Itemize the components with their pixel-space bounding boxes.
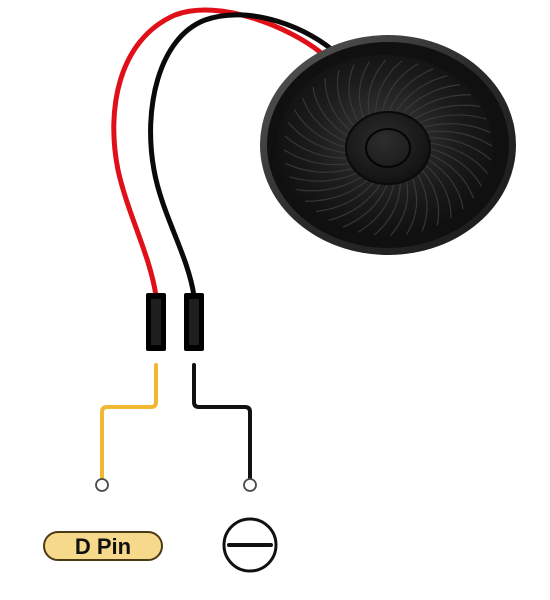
speaker-cone-rib	[336, 70, 357, 129]
speaker-cone-rib	[293, 109, 349, 149]
speaker-cone-rib	[348, 64, 361, 125]
speaker-cone-rib	[283, 149, 353, 166]
speaker-cone-rib	[427, 142, 489, 174]
d-pin-badge: D Pin	[43, 531, 163, 561]
black-ground-wire	[148, 12, 341, 299]
ground-terminal-point	[243, 478, 257, 492]
speaker-cone-rib	[426, 136, 492, 161]
speaker-cone-rib	[389, 178, 409, 237]
speaker-cone-rib	[312, 87, 351, 139]
speaker-cone-rib	[375, 60, 403, 116]
speaker-cone-rib	[342, 181, 389, 228]
speaker-dust-cap	[345, 111, 431, 185]
ground-lead-line	[192, 363, 252, 480]
speaker-cone-rib	[296, 174, 365, 192]
speaker-cone-rib	[411, 104, 480, 122]
speaker-cone-rib	[357, 181, 395, 233]
speaker-cone-rib	[423, 162, 452, 219]
speaker-cone-rib	[399, 83, 461, 117]
signal-terminal-point	[95, 478, 109, 492]
speaker-cone-rib	[285, 163, 356, 173]
speaker-cone-rib	[405, 94, 471, 119]
speaker-cone-rib	[425, 157, 464, 209]
speaker-cone-rib	[419, 167, 440, 226]
speaker-cone-rib	[373, 180, 401, 236]
speaker-cone-rib	[415, 171, 428, 232]
speaker-cone-rib	[302, 97, 349, 144]
speaker-cone-rib	[284, 135, 350, 160]
speaker-cone-rib	[289, 171, 360, 182]
speaker-cone-rib	[381, 63, 419, 115]
signal-lead-line	[100, 363, 158, 480]
speaker-cone-rib	[367, 59, 387, 118]
d-pin-label: D Pin	[75, 534, 131, 559]
speaker-cone-rib	[423, 130, 493, 147]
speaker-cone-rib	[416, 114, 487, 125]
speaker-cone-rib	[393, 75, 448, 115]
speaker-cone-rib	[324, 77, 353, 134]
speaker-cone-rib	[420, 123, 491, 133]
speaker-cone-rib	[358, 61, 371, 121]
speaker-cone-rib	[427, 152, 474, 199]
speaker-cone-rib	[287, 122, 349, 154]
speaker-cone-rib	[427, 147, 483, 187]
speaker	[260, 35, 516, 255]
speaker-cone-rib	[387, 68, 434, 115]
speaker-cone-rib	[328, 181, 383, 221]
speaker-cone-rib	[405, 175, 418, 235]
ground-minus-symbol	[222, 517, 278, 573]
speaker-cone-rib	[305, 177, 371, 202]
speaker-cone-rib	[315, 179, 377, 213]
